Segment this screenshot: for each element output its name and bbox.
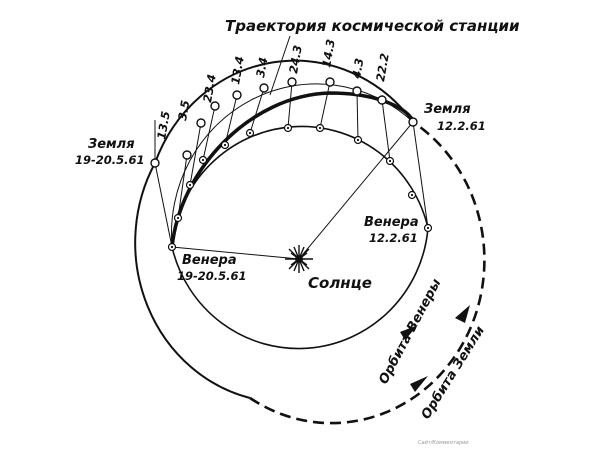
venus-orbit-lower — [171, 227, 429, 350]
sun-label: Солнце — [308, 274, 372, 292]
diagram-title: Траектория космической станции — [225, 17, 520, 35]
venus-start-name: Венера — [364, 215, 419, 230]
earth-start-name: Земля — [424, 102, 471, 117]
earth-orbit — [154, 59, 414, 164]
venus-orbit-arrow — [400, 325, 418, 340]
earth-orbit-arrow — [410, 376, 428, 392]
chord-lines — [154, 81, 429, 248]
earth-orbit-arrow-2 — [455, 305, 470, 323]
earth-start-date: 12.2.61 — [437, 119, 486, 133]
date-tick-1: 3.5 — [175, 99, 192, 121]
earth-orbit-label: Орбита Земли — [419, 324, 488, 422]
sun-venus-end-line — [171, 246, 300, 260]
venus-markers — [167, 123, 433, 252]
earth-end-date: 19-20.5.61 — [75, 153, 145, 167]
station-trajectory — [170, 91, 415, 248]
watermark: Сайт/Комментарии — [418, 440, 469, 446]
date-tick-4: 3.4 — [253, 56, 270, 78]
earth-markers — [150, 77, 418, 168]
date-tick-2: 23.4 — [200, 73, 219, 103]
earth-end-name: Земля — [88, 137, 135, 152]
date-tick-6: 14.3 — [319, 38, 338, 68]
station-inner-arc — [170, 83, 414, 248]
title-leader — [269, 35, 291, 96]
date-tick-0: 13.5 — [154, 110, 173, 140]
date-tick-3: 13.4 — [228, 55, 247, 85]
venus-start-date: 12.2.61 — [369, 231, 418, 245]
sun-earth-start-line — [298, 121, 414, 260]
date-tick-5: 24.3 — [286, 44, 305, 74]
earth-orbit-dashed — [249, 120, 486, 425]
venus-orbit-label: Орбита Венеры — [376, 276, 444, 387]
venus-end-name: Венера — [182, 253, 237, 268]
venus-end-date: 19-20.5.61 — [177, 269, 247, 283]
date-tick-7: 4.3 — [349, 57, 366, 80]
earth-orbit-solid-left — [134, 162, 251, 399]
date-tick-8: 22.2 — [373, 52, 392, 82]
